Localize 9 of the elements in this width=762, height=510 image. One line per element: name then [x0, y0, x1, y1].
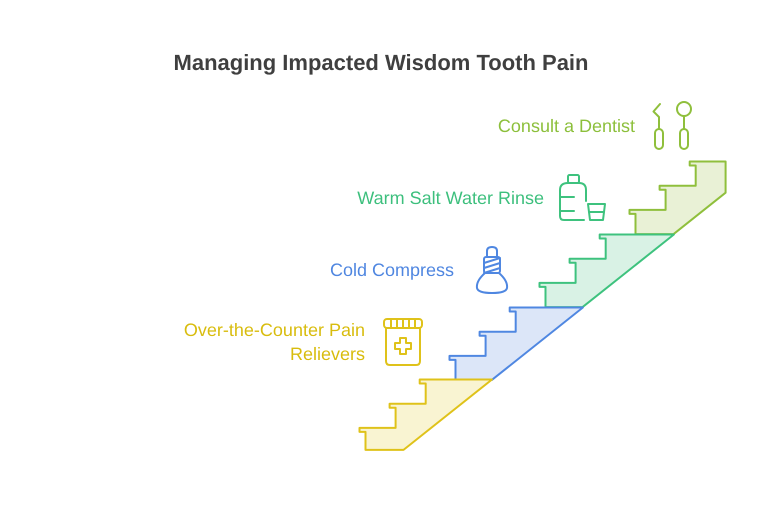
stair-step	[358, 378, 493, 452]
step-label: Over-the-Counter Pain Relievers	[182, 319, 365, 366]
stair-step	[628, 160, 728, 236]
stair-step	[448, 306, 584, 382]
stair-step	[538, 232, 676, 308]
step-label: Cold Compress	[328, 259, 454, 282]
step-label: Consult a Dentist	[496, 115, 635, 138]
title: Managing Impacted Wisdom Tooth Pain	[172, 49, 590, 77]
step-label: Warm Salt Water Rinse	[356, 187, 544, 210]
